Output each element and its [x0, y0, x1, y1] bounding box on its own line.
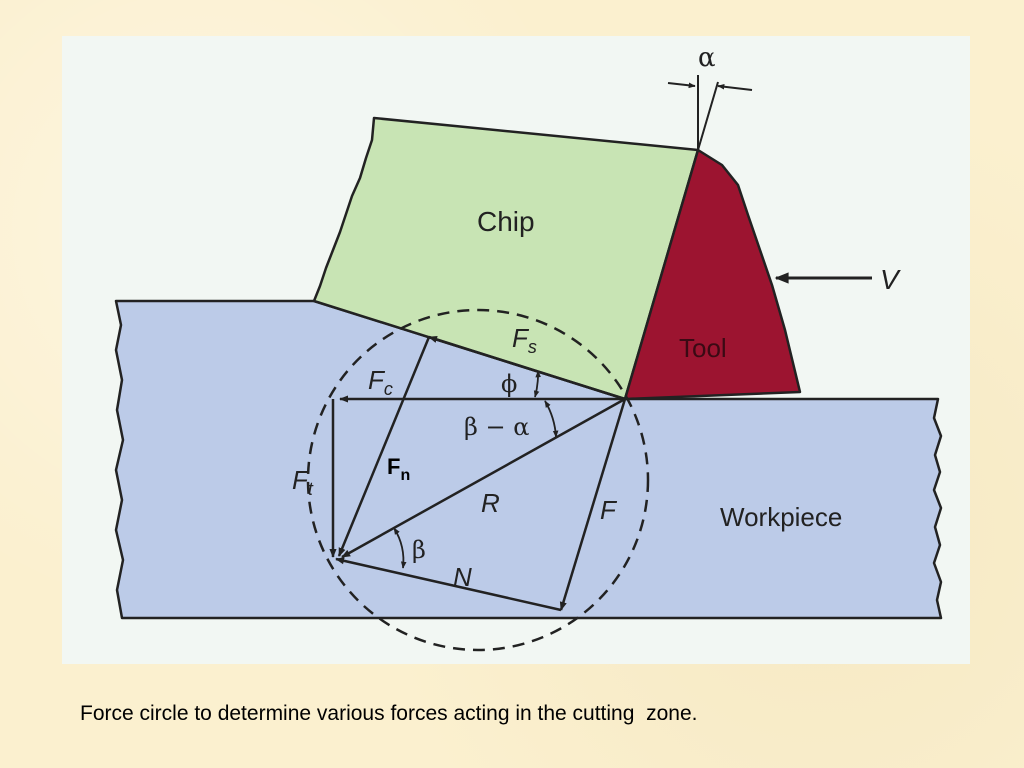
rake-angle-arrow-right	[717, 83, 753, 91]
beta-angle-arc	[393, 527, 407, 569]
resultant-force-label: R	[481, 488, 500, 518]
resultant-force-vector	[341, 397, 626, 559]
cutting-force-label: Fc	[368, 365, 393, 399]
normal-force-vector	[335, 557, 562, 612]
tool-label: Tool	[679, 333, 727, 363]
phi-angle-arc	[533, 370, 541, 398]
friction-force-vector	[559, 398, 627, 611]
workpiece-label: Workpiece	[720, 502, 842, 532]
force-circle	[306, 308, 650, 652]
phi-label: ϕ	[501, 370, 517, 398]
normal-shear-force-vector	[337, 336, 431, 557]
velocity-label: V	[880, 264, 901, 295]
thrust-force-label: Ft	[292, 465, 314, 499]
rake-angle-indicator	[667, 75, 753, 151]
shear-force-vector	[428, 335, 626, 401]
rake-angle-label: α	[698, 43, 716, 73]
beta-label: β	[412, 536, 426, 564]
normal-shear-force-label: Fn	[387, 454, 410, 484]
chip-label: Chip	[477, 206, 535, 237]
workpiece-shape	[114, 299, 943, 620]
rake-face-extension	[697, 81, 719, 151]
chip-shape	[312, 116, 700, 401]
beta-minus-alpha-label: β − α	[464, 413, 529, 441]
friction-force-label: F	[600, 495, 618, 525]
force-vectors	[329, 335, 627, 612]
rake-angle-arrow-left	[667, 82, 696, 89]
normal-force-label: N	[453, 562, 472, 592]
figure-caption: Force circle to determine various forces…	[80, 702, 698, 725]
tool-shape	[623, 148, 802, 401]
beta-minus-alpha-angle-arc	[544, 400, 559, 438]
shear-force-label: Fs	[512, 323, 537, 357]
